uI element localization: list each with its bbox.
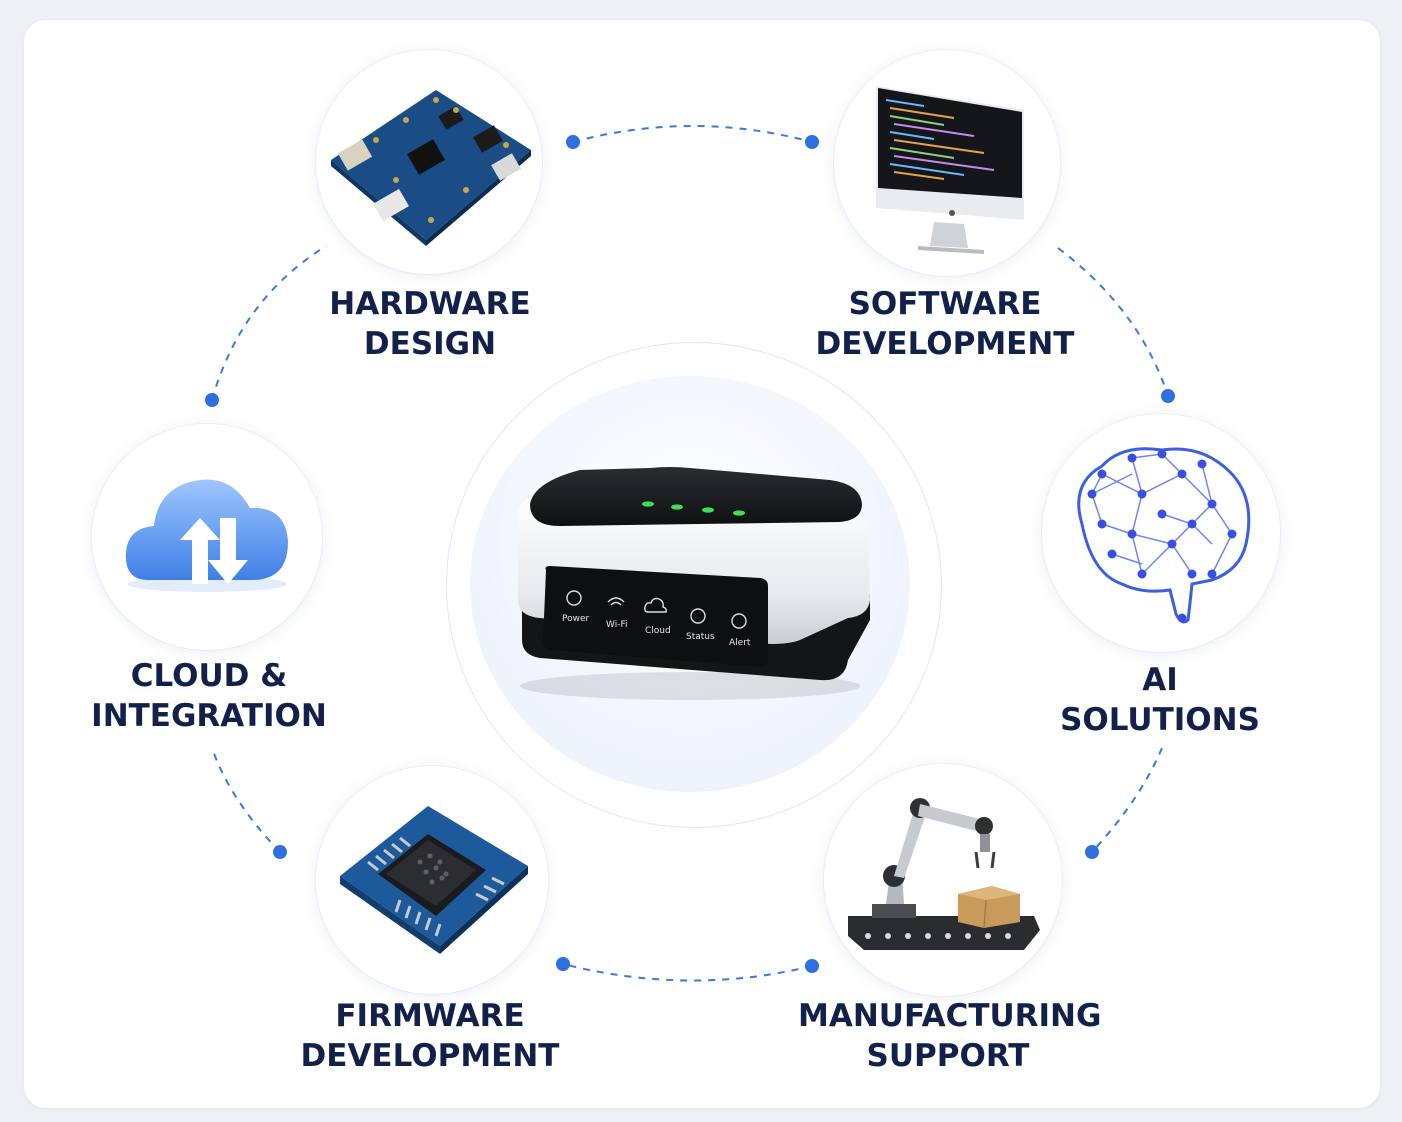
alert-icon [731, 613, 747, 629]
label-line: HARDWARE [329, 286, 531, 322]
monitor-icon [876, 86, 1024, 254]
connector-dot [805, 135, 819, 149]
label-line: SOFTWARE [848, 286, 1042, 322]
ai-solutions-label: AI SOLUTIONS [1040, 660, 1280, 740]
label-line: AI [1142, 662, 1178, 698]
power-icon [566, 590, 582, 606]
hardware-design-node [316, 50, 542, 274]
manufacturing-support-label: MANUFACTURING SUPPORT [798, 996, 1102, 1076]
indicator-label: Cloud [645, 626, 671, 636]
cloud-integration-node [92, 424, 322, 650]
neural-brain-icon [1077, 447, 1251, 624]
led [671, 504, 683, 510]
connector-dot [273, 845, 287, 859]
led [642, 501, 654, 507]
cloud-integration-label: CLOUD & INTEGRATION [80, 656, 338, 736]
status-icon [690, 608, 706, 624]
center-halo [446, 342, 942, 828]
connector-firmware-cloud [211, 747, 281, 853]
connector-dot [566, 135, 580, 149]
connector-ai-manufacturing [1091, 747, 1163, 853]
iot-hub-device: Power Wi-Fi Cloud Status Alert [518, 467, 870, 700]
robot-arm-conveyor-icon [848, 798, 1040, 950]
label-line: INTEGRATION [91, 698, 327, 734]
label-line: DESIGN [363, 326, 497, 362]
led [702, 507, 714, 513]
software-development-node [834, 50, 1060, 276]
led [733, 510, 745, 516]
firmware-development-node [316, 766, 548, 994]
label-line: CLOUD & [130, 658, 288, 694]
software-development-label: SOFTWARE DEVELOPMENT [812, 284, 1078, 364]
hardware-design-label: HARDWARE DESIGN [300, 284, 560, 364]
ai-solutions-node [1042, 414, 1280, 652]
indicator-label: Status [686, 632, 715, 642]
connector-cloud-hardware [211, 245, 327, 401]
connector-dot [556, 957, 570, 971]
cloud-sync-icon [125, 479, 288, 592]
manufacturing-support-node [824, 764, 1062, 996]
indicator-label: Power [562, 614, 590, 624]
indicator-label: Wi-Fi [606, 620, 627, 630]
label-line: DEVELOPMENT [815, 326, 1075, 362]
status-leds [642, 501, 745, 516]
microchip-icon [340, 806, 528, 954]
firmware-development-label: FIRMWARE DEVELOPMENT [300, 996, 560, 1076]
connector-dot [805, 959, 819, 973]
indicator-label: Alert [729, 638, 751, 648]
label-line: MANUFACTURING [798, 998, 1102, 1034]
cloud-icon [644, 597, 667, 613]
connector-manufacturing-firmware [562, 963, 813, 982]
label-line: FIRMWARE [335, 998, 525, 1034]
circuit-board-icon [331, 90, 531, 246]
connector-dot [1085, 845, 1099, 859]
connector-dot [1161, 389, 1175, 403]
label-line: DEVELOPMENT [300, 1038, 560, 1074]
label-line: SUPPORT [866, 1038, 1030, 1074]
connector-hardware-software [572, 125, 813, 143]
wifi-icon [607, 597, 625, 606]
label-line: SOLUTIONS [1060, 702, 1260, 738]
connector-dot [205, 393, 219, 407]
